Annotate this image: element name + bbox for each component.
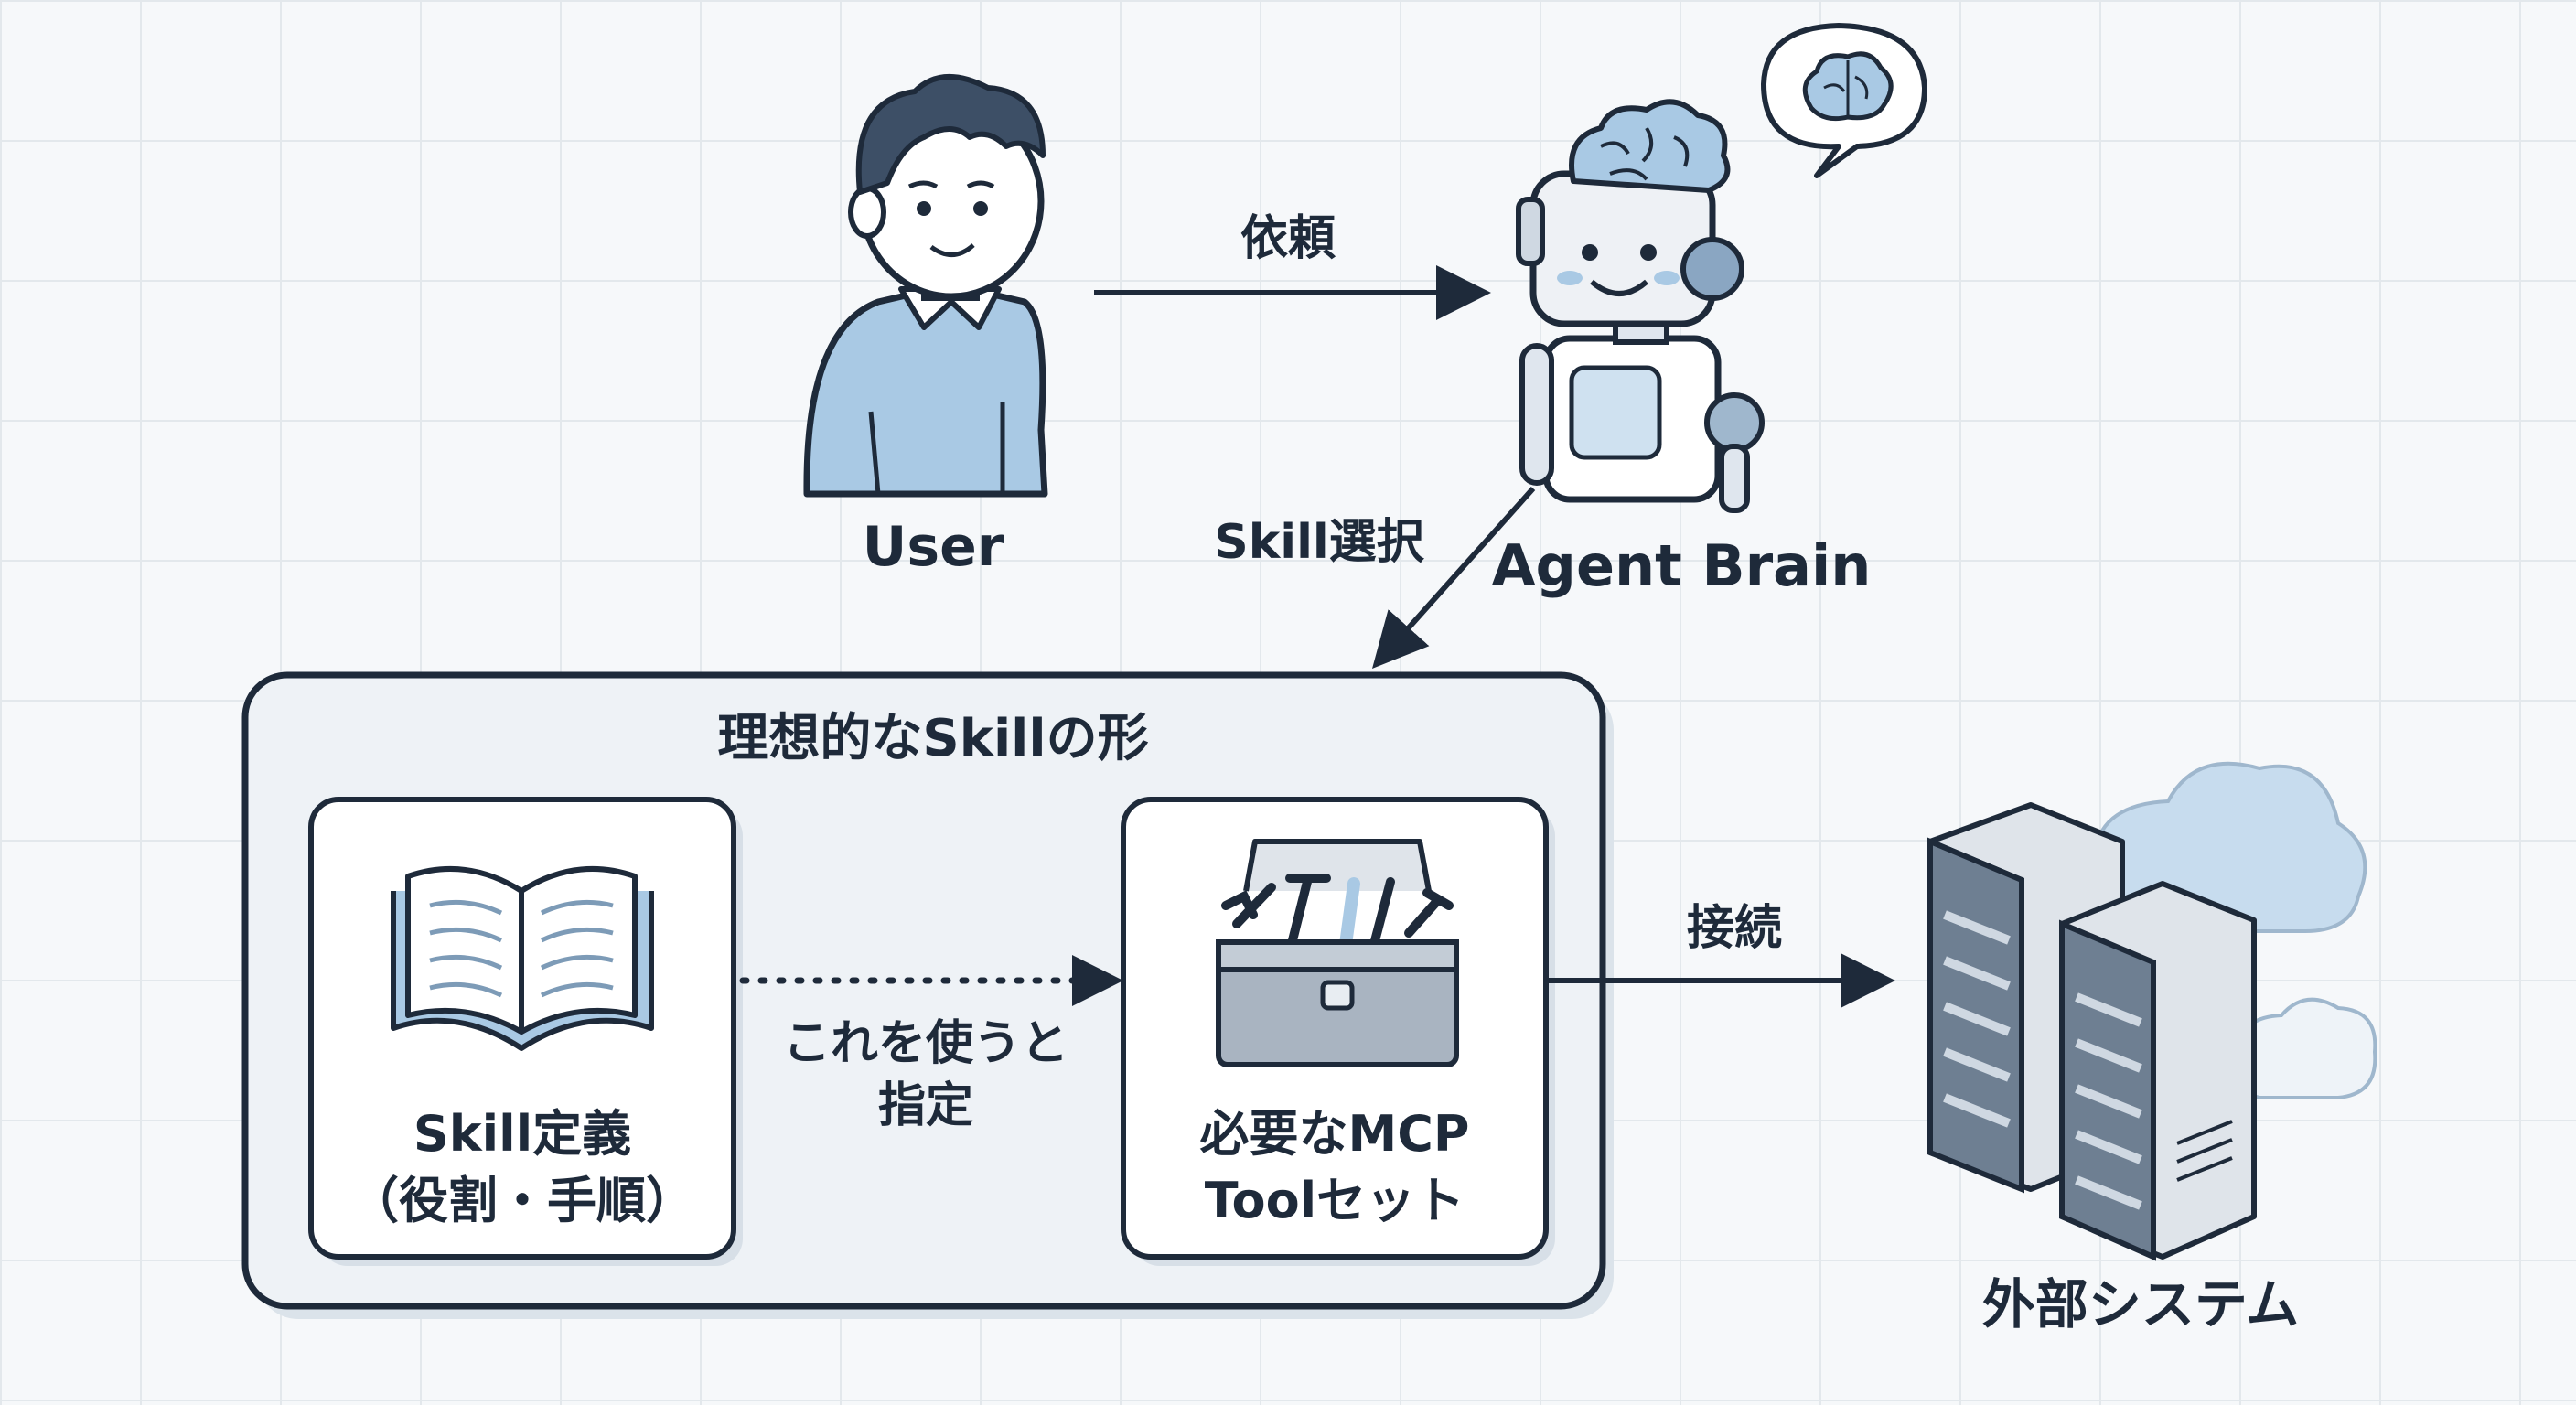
robot-icon — [1516, 99, 1765, 513]
thought-bubble-brain-icon — [1761, 23, 1927, 178]
skill-definition-line2: （役割・手順） — [349, 1171, 695, 1229]
mcp-toolset-text: 必要なMCP Toolセット — [1200, 1101, 1470, 1235]
external-system-label: 外部システム — [1981, 1273, 2300, 1335]
arrow-skill-select — [1372, 487, 1536, 669]
container-title: 理想的なSkillの形 — [717, 709, 1149, 768]
specify-line2: 指定 — [877, 1078, 974, 1133]
book-icon — [391, 866, 654, 1051]
user-label: User — [862, 515, 1004, 579]
toolbox-icon — [1216, 839, 1459, 1067]
agent-brain-label: Agent Brain — [1491, 532, 1872, 599]
skill-definition-text: Skill定義 （役割・手順） — [349, 1101, 695, 1235]
user-icon — [803, 74, 1048, 498]
specify-line1: これを使うと — [782, 1016, 1069, 1071]
specify-label: これを使うと 指定 — [783, 1014, 1068, 1137]
skill-definition-line1: Skill定義 — [413, 1105, 632, 1163]
request-label: 依頼 — [1240, 211, 1336, 266]
connect-label: 接続 — [1686, 901, 1783, 956]
server-rack-icon — [1927, 802, 2257, 1261]
skill-select-label: Skill選択 — [1214, 515, 1424, 570]
mcp-toolset-line2: Toolセット — [1204, 1171, 1465, 1229]
mcp-toolset-line1: 必要なMCP — [1199, 1105, 1470, 1163]
